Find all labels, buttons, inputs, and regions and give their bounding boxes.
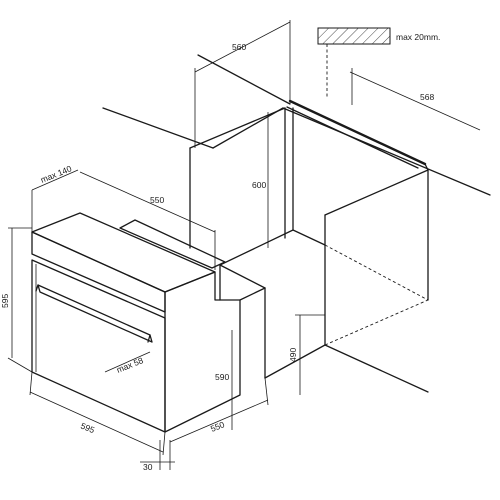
dim-label-490: 490 bbox=[288, 348, 298, 362]
dim-top-depth: 568 bbox=[349, 68, 481, 131]
hatch-indicator: max 20mm. bbox=[317, 27, 440, 98]
dim-label-595-height: 595 bbox=[0, 294, 10, 308]
dim-oven-depth-top: 550 bbox=[79, 171, 216, 270]
dim-oven-width: 595 bbox=[29, 371, 166, 456]
cabinet-outline bbox=[102, 54, 491, 393]
dim-label-600: 600 bbox=[252, 180, 266, 190]
oven bbox=[31, 212, 241, 433]
dim-front-thickness: 30 bbox=[140, 440, 175, 472]
dim-label-590: 590 bbox=[215, 372, 229, 382]
dim-label-max140: max 140 bbox=[39, 163, 73, 185]
dim-oven-height: 595 bbox=[0, 227, 33, 373]
dim-inner-height: 590 bbox=[215, 330, 233, 430]
dim-top-width: 560 bbox=[194, 20, 291, 148]
dim-label-550-top: 550 bbox=[150, 195, 164, 205]
dim-label-568: 568 bbox=[420, 92, 434, 102]
dim-cabinet-height: 490 bbox=[288, 314, 325, 395]
dim-oven-depth-bottom: 550 bbox=[169, 377, 269, 443]
dim-label-550-bottom: 550 bbox=[209, 419, 226, 434]
hatch-label: max 20mm. bbox=[396, 32, 440, 42]
dim-cavity-height: 600 bbox=[252, 112, 269, 248]
dim-label-595-width: 595 bbox=[79, 421, 96, 436]
dim-label-max58: max 58 bbox=[115, 355, 145, 375]
dim-max-front: max 140 bbox=[31, 163, 79, 232]
dim-label-30: 30 bbox=[143, 462, 153, 472]
dim-max-bottom: max 58 bbox=[104, 351, 151, 375]
dim-label-560: 560 bbox=[232, 42, 246, 52]
